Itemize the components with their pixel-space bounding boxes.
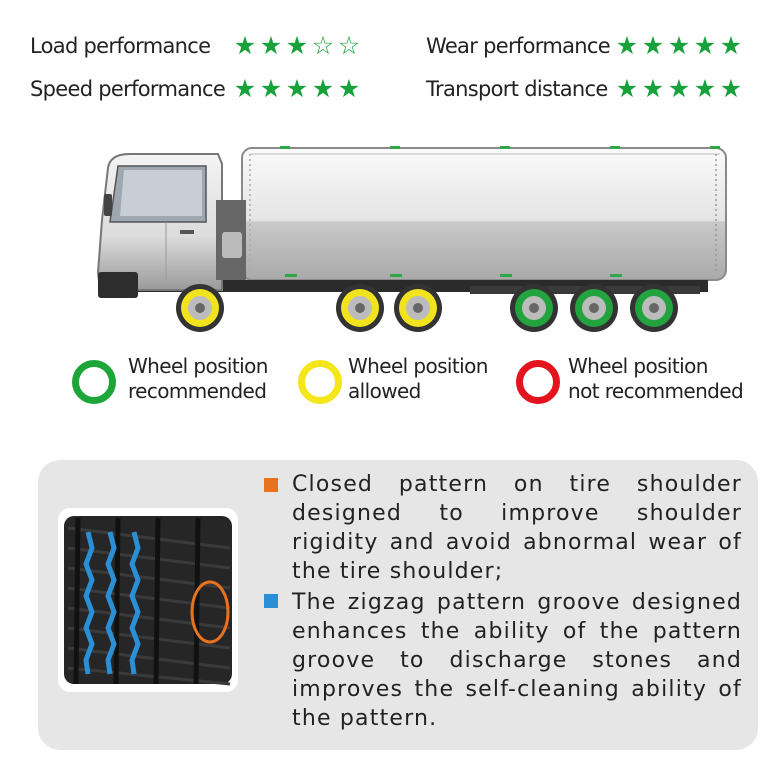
rating-label-wear: Wear performance	[426, 34, 611, 58]
star-filled-icon: ★	[259, 74, 283, 103]
wheel-trailer-3	[630, 284, 678, 332]
star-filled-icon: ★	[615, 74, 639, 103]
star-filled-icon: ★	[285, 31, 309, 60]
shoulder-highlight	[190, 580, 230, 644]
star-filled-icon: ★	[337, 74, 361, 103]
legend-ring-allowed-icon	[298, 360, 342, 404]
legend-line1: Wheel position	[348, 354, 488, 378]
wheel-drive-2	[394, 284, 442, 332]
star-filled-icon: ★	[693, 74, 717, 103]
rating-stars-load: ★★★☆☆	[232, 32, 362, 60]
legend-line1: Wheel position	[128, 354, 268, 378]
star-empty-icon: ☆	[311, 31, 335, 60]
star-filled-icon: ★	[667, 74, 691, 103]
star-filled-icon: ★	[285, 74, 309, 103]
feature-text-groove: The zigzag pattern groove designed enhan…	[292, 590, 742, 731]
legend-line2: recommended	[128, 379, 267, 403]
wheel-drive-1	[336, 284, 384, 332]
feature-bullet-blue-icon	[264, 594, 278, 608]
legend-text-allowed: Wheel position allowed	[348, 354, 488, 404]
star-filled-icon: ★	[641, 31, 665, 60]
legend-line1: Wheel position	[568, 354, 708, 378]
rating-label-speed: Speed performance	[30, 77, 226, 101]
legend-line2: not recommended	[568, 379, 744, 403]
wheel-trailer-1	[510, 284, 558, 332]
legend-text-not-recommended: Wheel position not recommended	[568, 354, 744, 404]
rating-label-load: Load performance	[30, 34, 211, 58]
star-filled-icon: ★	[719, 31, 743, 60]
star-filled-icon: ★	[667, 31, 691, 60]
truck-cab	[96, 153, 246, 298]
legend-ring-recommended-icon	[72, 360, 116, 404]
rating-stars-speed: ★★★★★	[232, 75, 362, 103]
rating-label-distance: Transport distance	[426, 77, 608, 101]
feature-bullet-orange-icon	[264, 478, 278, 492]
feature-text-shoulder: Closed pattern on tire shoulder designed…	[292, 472, 742, 584]
star-filled-icon: ★	[233, 74, 257, 103]
wheel-front	[176, 284, 224, 332]
wheel-trailer-2	[570, 284, 618, 332]
star-filled-icon: ★	[233, 31, 257, 60]
star-filled-icon: ★	[259, 31, 283, 60]
star-filled-icon: ★	[693, 31, 717, 60]
cargo-box	[241, 146, 727, 281]
star-filled-icon: ★	[311, 74, 335, 103]
legend-line2: allowed	[348, 379, 421, 403]
rating-stars-distance: ★★★★★	[614, 75, 744, 103]
groove-highlight	[83, 531, 141, 675]
tire-tread-image	[64, 516, 232, 686]
star-filled-icon: ★	[641, 74, 665, 103]
legend-ring-not-recommended-icon	[516, 360, 560, 404]
star-filled-icon: ★	[615, 31, 639, 60]
star-empty-icon: ☆	[337, 31, 361, 60]
rating-stars-wear: ★★★★★	[614, 32, 744, 60]
tire-image-frame	[58, 508, 238, 692]
truck-illustration	[96, 146, 727, 332]
legend-text-recommended: Wheel position recommended	[128, 354, 268, 404]
star-filled-icon: ★	[719, 74, 743, 103]
